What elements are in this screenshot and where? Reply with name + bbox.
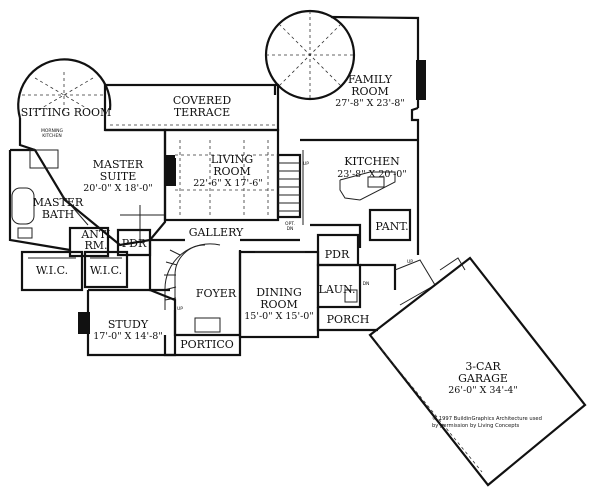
living-room-label-2: ROOM [213,165,251,178]
morning-kitchen-label-2: KITCHEN [42,133,62,139]
foyer-label: FOYER [196,287,237,300]
master-suite-dims: 20'-0" X 18'-0" [83,183,152,194]
sitting-room-walls [17,58,112,119]
room-labels: SITTING ROOM MORNING KITCHEN COVERED TER… [21,73,518,396]
family-room-label-1: FAMILY [348,73,393,86]
dn-note: DN [363,281,370,287]
porch-label: PORCH [327,313,370,326]
anti-rm-label-2: RM. [84,239,107,252]
laundry-label: LAUN. [319,283,356,296]
pdr-right-label: PDR [325,248,350,261]
living-room-label-1: LIVING [211,153,253,166]
main-stair [276,153,302,219]
living-room-dims: 22'-6" X 17'-6" [193,178,262,189]
garage-label-2: GARAGE [458,372,508,385]
family-room-walls [264,9,426,255]
opt-dn-note-1: OPT. [285,221,295,227]
family-room-label-2: ROOM [351,85,389,98]
morning-kitchen-label-1: MORNING [41,128,64,134]
master-bath-walls [8,148,89,252]
study-label: STUDY [108,318,149,331]
stair-up-note: UP [303,161,309,167]
covered-terrace-label-1: COVERED [173,94,232,107]
dining-room-label-2: ROOM [260,298,298,311]
gallery-label: GALLERY [189,226,244,239]
portico-walls [163,317,242,357]
opt-dn-note-2: DN [287,226,294,232]
garage-walls [368,256,587,487]
master-bath-label-2: BATH [42,208,74,221]
wic-right-label: W.I.C. [90,264,122,277]
garage-dims: 26'-0" X 34'-4" [448,385,517,396]
kitchen-label: KITCHEN [344,155,400,168]
sitting-room-label: SITTING ROOM [21,106,112,119]
covered-terrace-label-2: TERRACE [174,106,230,119]
pdr-left-label: PDR [122,237,147,250]
service-wing-walls [316,233,436,332]
dining-room-label-1: DINING [256,286,302,299]
master-suite-label-2: SUITE [100,170,137,183]
anti-rm-label-1: ANTI [80,228,110,241]
garage-up-note: UP [407,259,413,265]
dining-room-dims: 15'-0" X 15'-0" [244,311,313,322]
study-dims: 17'-0" X 14'-8" [93,331,162,342]
wic-left-label: W.I.C. [36,264,68,277]
foyer-up-note: UP [177,306,183,312]
copyright-line-1: © 1997 BuildinGraphics Architecture used [432,415,542,422]
pantry-label: PANT. [375,220,408,233]
plan-notes: UP OPT. DN UP UP DN [177,161,413,312]
portico-label: PORTICO [180,338,234,351]
master-bath-label-1: MASTER [33,196,84,209]
family-room-dims: 27'-8" X 23'-8" [335,98,404,109]
copyright-line-2: by permission by Living Concepts [432,423,520,429]
wic-walls [20,250,129,292]
kitchen-walls [300,138,418,248]
garage-label-1: 3-CAR [465,360,501,373]
kitchen-dims: 23'-8" X 20'-0" [337,169,406,180]
master-suite-label-1: MASTER [93,158,144,171]
copyright-note: © 1997 BuildinGraphics Architecture used… [432,415,542,429]
